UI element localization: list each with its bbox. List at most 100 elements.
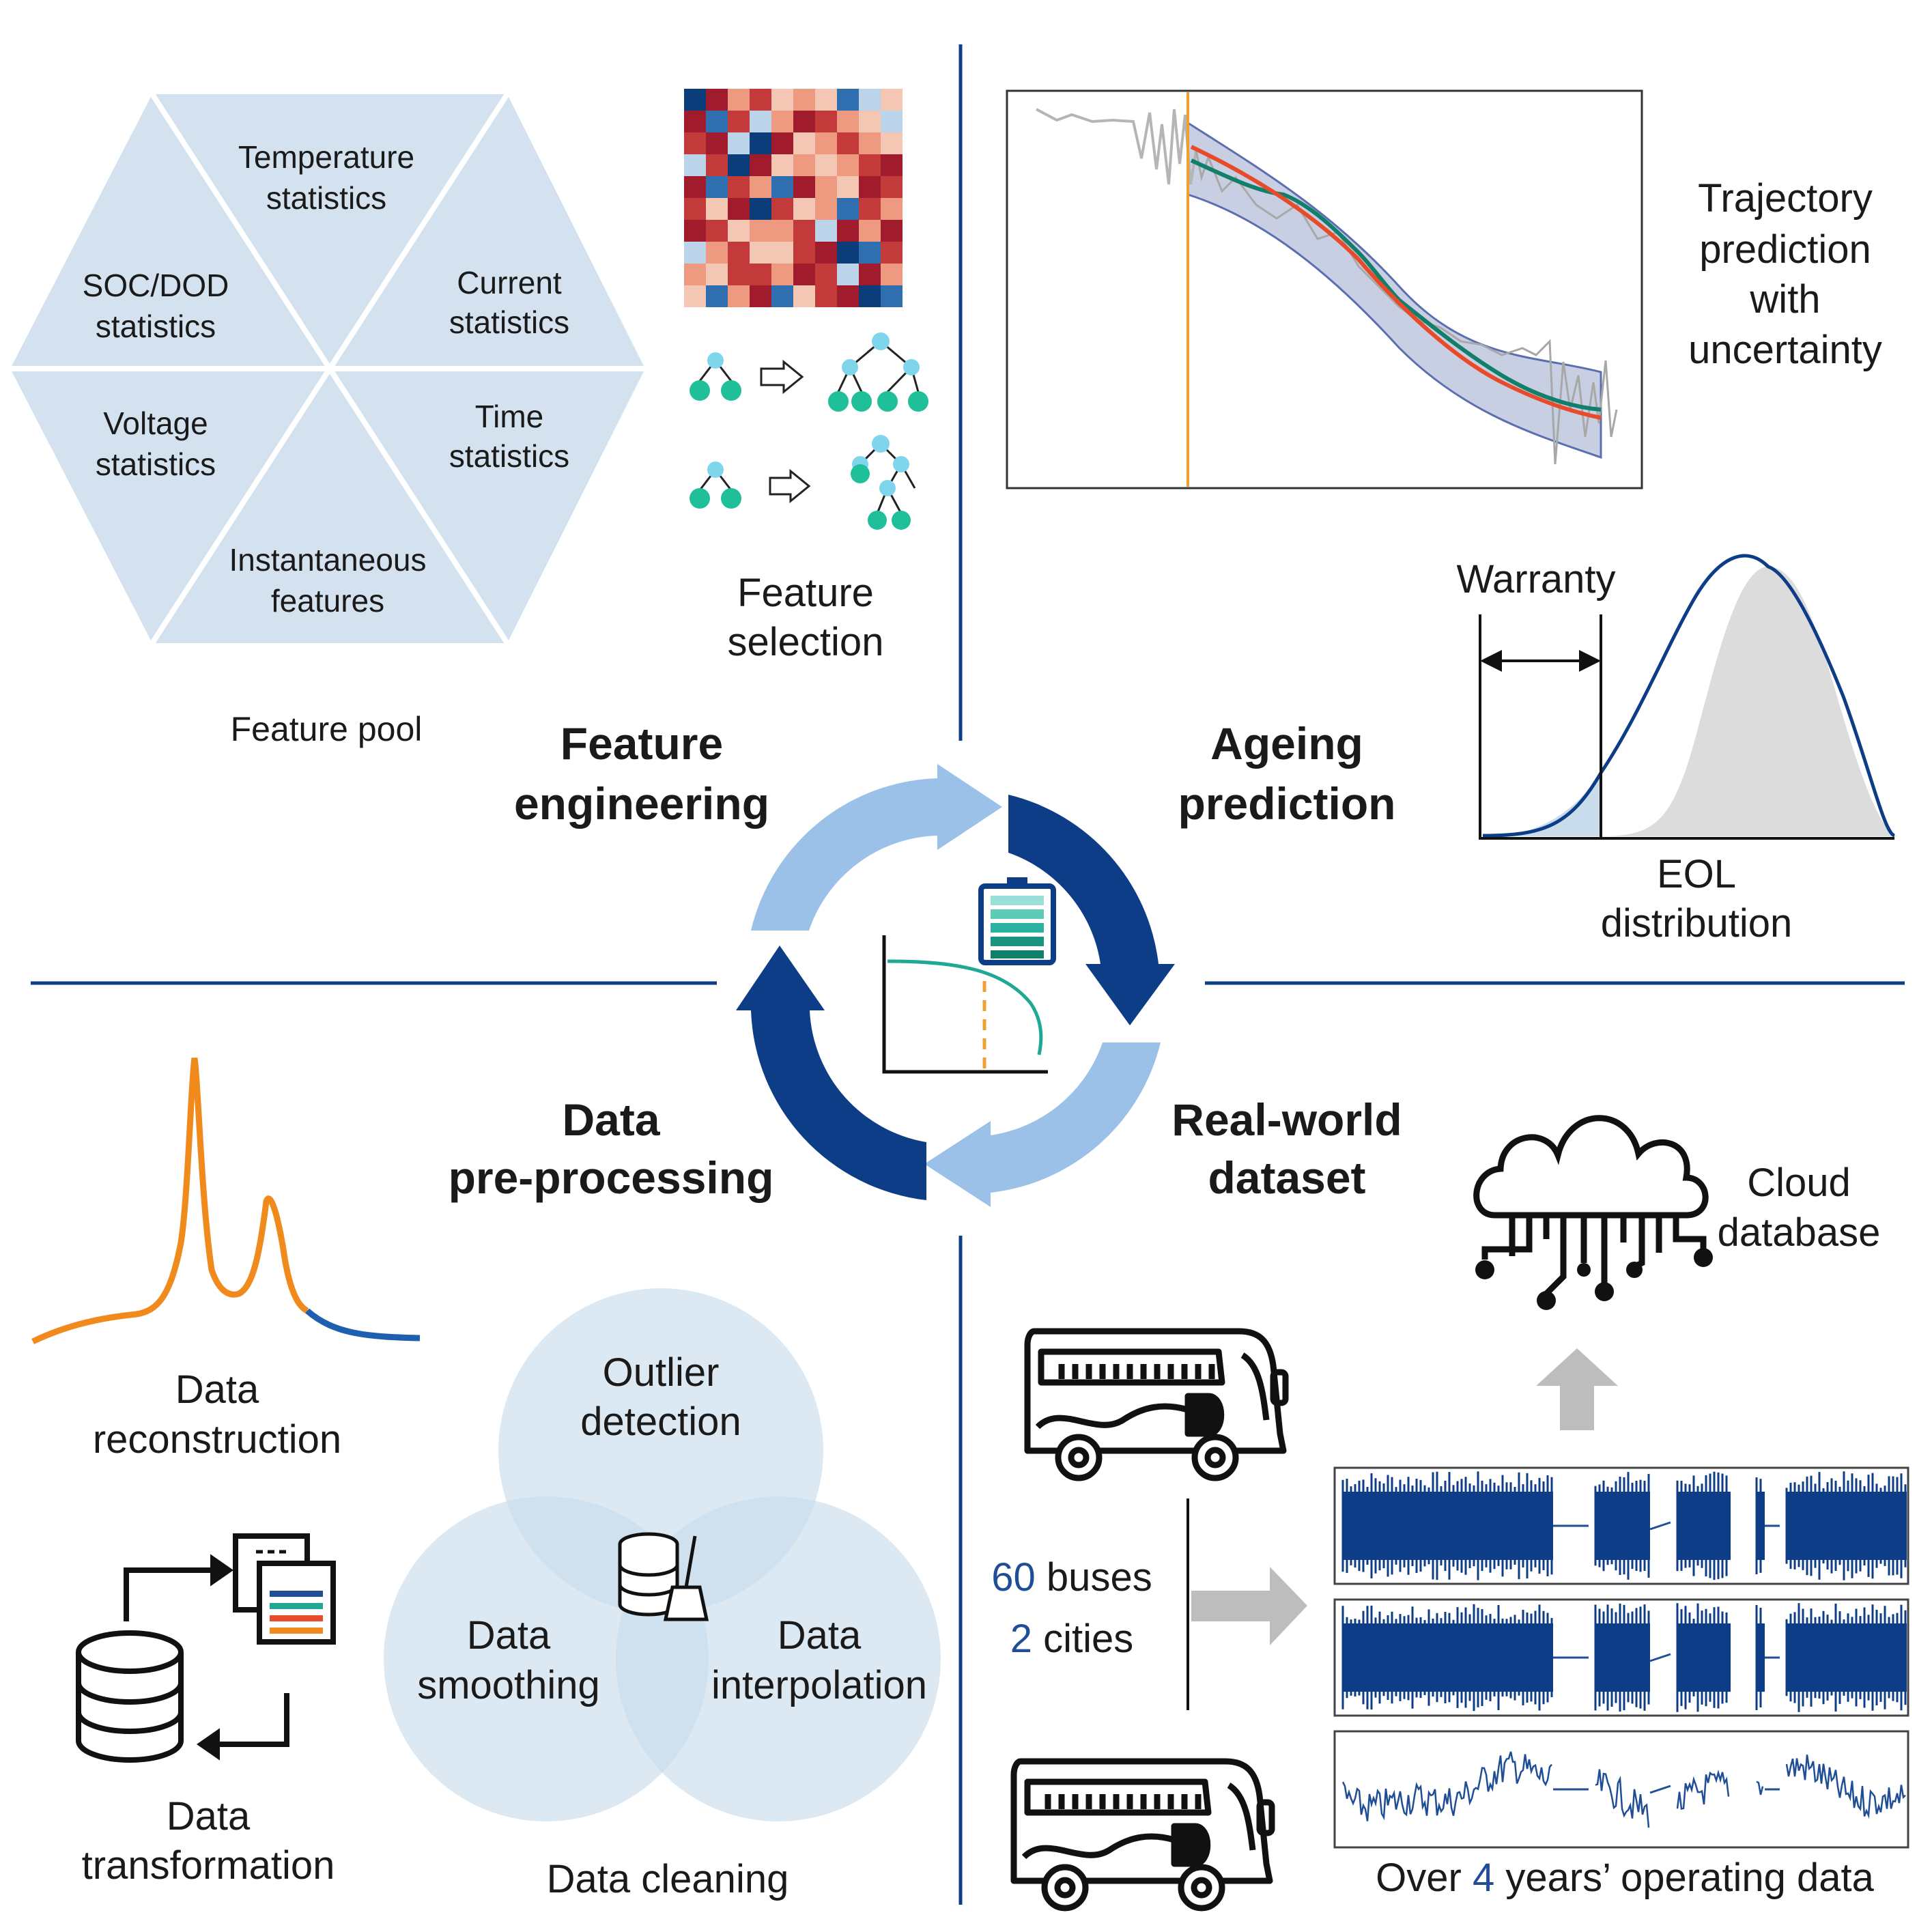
history-trace (1036, 108, 1197, 185)
heatmap-cell (815, 242, 837, 264)
data-preprocessing-title-2: pre-processing (449, 1152, 774, 1203)
hex-current-line2: statistics (449, 304, 569, 340)
heatmap-cell (837, 154, 859, 176)
signal-wave (1595, 1769, 1650, 1828)
battery-icon (978, 877, 1056, 965)
heatmap-cell (881, 132, 903, 154)
cycle-arrow-left (736, 946, 926, 1200)
eol-label-1: EOL (1657, 852, 1736, 896)
heatmap-cell (793, 242, 815, 264)
heatmap-cell (815, 220, 837, 242)
heatmap-cell (793, 198, 815, 220)
heatmap-cell (706, 220, 728, 242)
heatmap-cell (815, 111, 837, 132)
venn-smoothing-1: Data (467, 1613, 551, 1658)
heatmap-cell (881, 111, 903, 132)
heatmap-cell (684, 132, 706, 154)
operating-number: 4 (1473, 1856, 1494, 1900)
heatmap-cell (859, 111, 881, 132)
heatmap-cell (750, 264, 771, 285)
data-preprocessing-title-1: Data (562, 1094, 660, 1145)
heatmap-cell (750, 132, 771, 154)
hex-voltage-line2: statistics (96, 446, 216, 482)
heatmap-cell (837, 111, 859, 132)
venn-outlier-2: detection (580, 1400, 741, 1444)
heatmap-cell (728, 285, 750, 307)
electric-bus-icon-top (1024, 1328, 1289, 1481)
heatmap-cell (750, 198, 771, 220)
hex-time-line2: statistics (449, 438, 569, 474)
hex-temperature-line1: Temperature (238, 139, 414, 175)
heatmap-cell (815, 132, 837, 154)
heatmap-cell (815, 285, 837, 307)
heatmap-cell (793, 154, 815, 176)
heatmap-cell (881, 176, 903, 198)
buses-count-label: 60 buses (991, 1555, 1152, 1600)
heatmap-cell (750, 111, 771, 132)
heatmap-cell (837, 176, 859, 198)
heatmap-cell (859, 264, 881, 285)
heatmap-cell (684, 285, 706, 307)
operating-suffix: years’ operating data (1494, 1856, 1874, 1900)
heatmap-cell (881, 154, 903, 176)
ageing-prediction-title-1: Ageing (1210, 718, 1363, 769)
data-transformation-label-1: Data (167, 1794, 251, 1838)
tree-growth-icon (690, 332, 928, 530)
heatmap-cell (881, 89, 903, 111)
heatmap-cell (771, 89, 793, 111)
heatmap-cell (859, 198, 881, 220)
heatmap-cell (793, 89, 815, 111)
signal-block (1343, 1492, 1553, 1560)
heatmap-cell (859, 285, 881, 307)
feature-pool-label: Feature pool (231, 710, 423, 748)
heatmap-cell (793, 132, 815, 154)
heatmap-cell (881, 220, 903, 242)
trajectory-chart (1006, 89, 1643, 489)
hex-time-line1: Time (475, 399, 544, 434)
heatmap-cell (881, 198, 903, 220)
heatmap-cell (728, 176, 750, 198)
eol-label-2: distribution (1601, 901, 1792, 946)
heatmap-cell (881, 264, 903, 285)
data-reconstruction-label-1: Data (175, 1367, 259, 1412)
svg-text:with: with (1749, 277, 1820, 322)
heatmap-cell (793, 285, 815, 307)
data-flow-arrow-icon (1191, 1567, 1307, 1645)
heatmap-cell (728, 220, 750, 242)
heatmap-cell (859, 132, 881, 154)
feature-pool-hexagon: Temperature statistics Current statistic… (10, 92, 645, 645)
heatmap-cell (771, 220, 793, 242)
heatmap-cell (750, 89, 771, 111)
heatmap-cell (728, 198, 750, 220)
data-cleaning-venn: Outlier detection Data smoothing Data in… (384, 1288, 941, 1821)
heatmap-cell (815, 89, 837, 111)
transform-document-lines (256, 1550, 323, 1634)
venn-smoothing-2: smoothing (417, 1663, 600, 1707)
heatmap-cell (706, 242, 728, 264)
heatmap-cell (684, 154, 706, 176)
heatmap-cell (859, 154, 881, 176)
electric-bus-icon-bottom (1010, 1758, 1275, 1912)
eol-distribution-plot (1479, 554, 1898, 840)
operating-data-signals (1333, 1466, 1909, 1849)
data-reconstruction-label-2: reconstruction (93, 1417, 341, 1462)
heatmap-cell (728, 264, 750, 285)
heatmap-cell (684, 198, 706, 220)
svg-text:Trajectory: Trajectory (1698, 176, 1873, 221)
feature-engineering-title-1: Feature (560, 718, 723, 769)
cycle-arrow-top (751, 764, 1002, 931)
hex-soc-line1: SOC/DOD (83, 268, 229, 303)
heatmap-cell (881, 285, 903, 307)
signal-wave (1785, 1755, 1906, 1819)
feature-selection-label-2: selection (728, 620, 884, 664)
heatmap-cell (728, 242, 750, 264)
heatmap-cell (706, 89, 728, 111)
signal-wave (1341, 1751, 1552, 1821)
heatmap-cell (771, 198, 793, 220)
heatmap-cell (793, 176, 815, 198)
database-transform-icon (76, 1533, 336, 1763)
upload-arrow-icon (1536, 1348, 1618, 1430)
heatmap-cell (728, 132, 750, 154)
cities-count-label: 2 cities (1010, 1617, 1134, 1661)
heatmap-cell (859, 89, 881, 111)
